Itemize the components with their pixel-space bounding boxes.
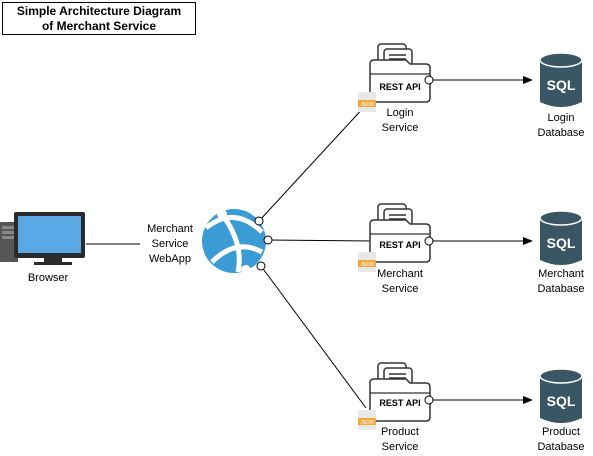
- product-service-label: Product Service: [370, 425, 430, 455]
- diagram-title-line2: of Merchant Service: [41, 18, 157, 33]
- login-database-label: Login Database: [531, 111, 591, 141]
- edge-webapp-merchant-service: [267, 239, 373, 242]
- login-database-label-line1: Login: [547, 112, 575, 124]
- login-api-label: REST API: [379, 82, 420, 92]
- login-service-label-line2: Service: [381, 122, 419, 134]
- diagram-title: Simple Architecture Diagram of Merchant …: [2, 2, 196, 35]
- login-database-label-line2: Database: [537, 127, 585, 139]
- merchant-db-sql-text: SQL: [547, 235, 576, 251]
- login-service-port: [424, 75, 434, 85]
- product-database-label-line1: Product: [542, 426, 580, 438]
- edge-webapp-login-service: [258, 104, 367, 222]
- product-json-badge-icon: JSON: [358, 410, 376, 430]
- merchant-database-label-line2: Database: [537, 283, 585, 295]
- product-api-label: REST API: [379, 398, 420, 408]
- login-json-badge-icon: JSON: [358, 92, 376, 112]
- webapp-label: Merchant Service WebApp: [140, 222, 200, 267]
- product-database-label-line2: Database: [537, 441, 585, 453]
- product-db-sql-text: SQL: [547, 393, 576, 409]
- browser-label: Browser: [27, 272, 69, 284]
- merchant-service-label: Merchant Service: [370, 267, 430, 297]
- merchant-service-api-icon: REST API: [369, 203, 431, 263]
- merchant-api-label: REST API: [379, 240, 420, 250]
- merchant-database-label-line1: Merchant: [538, 268, 584, 280]
- login-database-icon: SQL: [539, 52, 583, 107]
- diagram-title-line1: Simple Architecture Diagram: [16, 3, 182, 18]
- merchant-service-label-line1: Merchant: [377, 268, 423, 280]
- login-service-label: Login Service: [370, 106, 430, 136]
- product-service-label-line2: Service: [381, 441, 419, 453]
- product-service-port: [424, 395, 434, 405]
- merchant-service-label-line2: Service: [381, 283, 419, 295]
- merchant-json-badge-icon: JSON: [358, 252, 376, 272]
- webapp-port-top: [254, 216, 264, 226]
- login-json-text: JSON: [360, 102, 374, 108]
- product-database-icon: SQL: [539, 368, 583, 423]
- login-service-api-icon: REST API: [369, 43, 431, 103]
- merchant-webapp-icon: [202, 209, 266, 275]
- product-service-api-icon: REST API: [369, 362, 431, 422]
- merchant-service-port: [424, 236, 434, 246]
- merchant-database-icon: SQL: [539, 210, 583, 265]
- merchant-json-text: JSON: [360, 262, 374, 268]
- browser-icon: [0, 212, 85, 265]
- product-database-label: Product Database: [531, 425, 591, 455]
- webapp-port-bottom: [256, 261, 266, 271]
- webapp-label-line1: Merchant: [147, 223, 193, 235]
- webapp-label-line3: WebApp: [149, 253, 191, 265]
- product-service-label-line1: Product: [381, 426, 419, 438]
- webapp-port-mid: [263, 235, 273, 245]
- product-json-text: JSON: [360, 420, 374, 426]
- login-db-sql-text: SQL: [547, 77, 576, 93]
- webapp-label-line2: Service: [151, 238, 189, 250]
- login-service-label-line1: Login: [386, 107, 414, 119]
- edge-webapp-product-service: [260, 265, 367, 409]
- merchant-database-label: Merchant Database: [531, 267, 591, 297]
